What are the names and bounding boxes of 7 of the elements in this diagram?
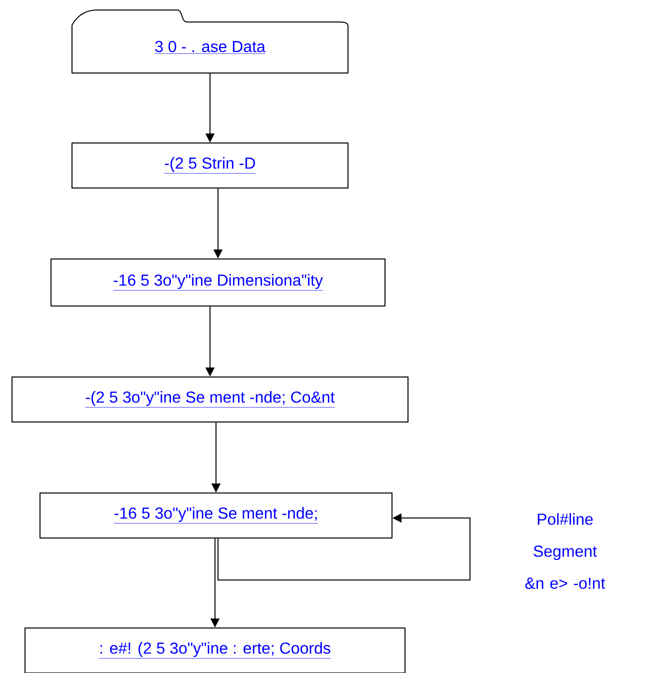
tab-box: 3 0 - . ase Data [72, 10, 348, 74]
edge-label: Pol#line Segment &n e> -o!nt [514, 512, 616, 590]
process-box: -(2 5 Strin -D [72, 142, 348, 188]
process-box: -(2 5 3o"y"ine Se ment -nde; Co&nt [12, 376, 408, 422]
process-box: -16 5 3o"y"ine Dimensiona"ity [50, 258, 386, 306]
process-box: : e#! (2 5 3o"y"ine : erte; Coords [24, 628, 406, 673]
process-box: -16 5 3o"y"ine Se ment -nde; [40, 492, 392, 538]
